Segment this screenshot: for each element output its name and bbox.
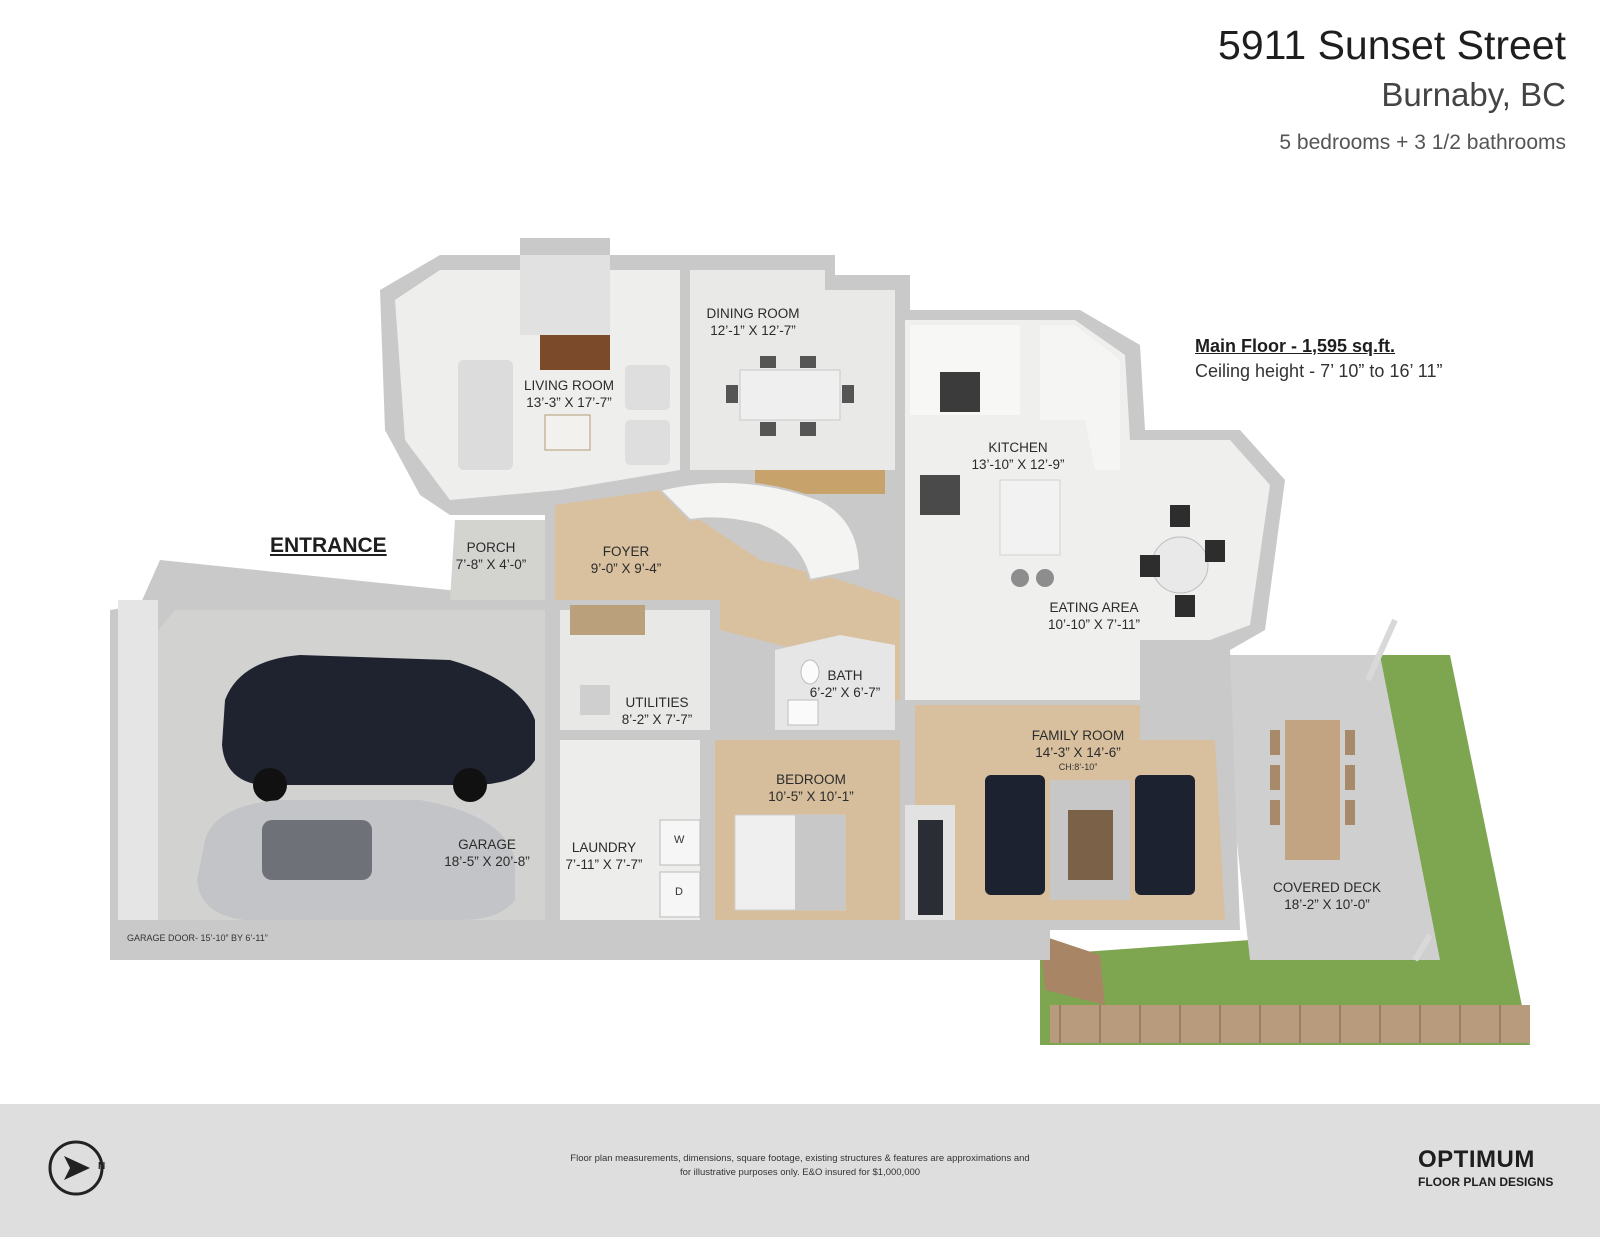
room-dims: 10’-5” X 10’-1” [768, 788, 854, 804]
washer-label: W [674, 834, 685, 846]
room-dims: 8’-2” X 7’-7” [621, 711, 693, 727]
fireplace [540, 335, 610, 370]
disclaimer-line-1: Floor plan measurements, dimensions, squ… [570, 1153, 1030, 1164]
logo-sub-text: FLOOR PLAN DESIGNS [1418, 1175, 1554, 1189]
room-name: KITCHEN [988, 440, 1048, 455]
eating-table [1151, 536, 1209, 594]
armchair-1 [625, 365, 670, 410]
room-dims: 13’-10” X 12’-9” [971, 456, 1065, 472]
room-label-porch: PORCH 7’-8” X 4’-0” [456, 540, 527, 574]
room-dims: 18’-2” X 10’-0” [1284, 896, 1370, 912]
ceiling-height-label: Ceiling height - 7’ 10” to 16’ 11” [1195, 361, 1443, 381]
room-name: BATH [827, 668, 863, 683]
car-dark [222, 655, 535, 785]
yard-gate [1040, 935, 1105, 1005]
room-label-living: LIVING ROOM 13’-3” X 17’-7” [524, 378, 614, 412]
property-address: 5911 Sunset Street [1218, 22, 1566, 68]
room-name: FAMILY ROOM [1031, 728, 1125, 743]
room-ceiling: CH:8’-10” [1058, 761, 1098, 772]
property-summary: 5 bedrooms + 3 1/2 bathrooms [1279, 131, 1566, 154]
disclaimer: Floor plan measurements, dimensions, squ… [540, 1152, 1060, 1180]
utility-shelves [570, 605, 645, 635]
room-label-dining: DINING ROOM 12’-1” X 12’-7” [707, 306, 800, 340]
room-label-family: FAMILY ROOM 14’-3” X 14’-6” CH:8’-10” [1032, 728, 1125, 773]
staircase [658, 481, 862, 582]
family-sofa-right [1135, 775, 1195, 895]
compass-icon: N [46, 1138, 106, 1198]
kitchen-counter-right [1040, 325, 1120, 470]
room-label-garage: GARAGE 18’-5” X 20’-8” [444, 837, 530, 871]
room-label-kitchen: KITCHEN 13’-10” X 12’-9” [971, 440, 1064, 474]
sofa-left [458, 360, 513, 470]
washer [659, 819, 701, 866]
garage-door [118, 600, 158, 920]
footer-bar [0, 1104, 1600, 1237]
compass-north-label: N [98, 1161, 106, 1172]
bath-vanity [787, 699, 819, 726]
water-heater [580, 685, 610, 715]
porch-floor [450, 520, 545, 600]
room-name: FOYER [602, 544, 650, 559]
kitchen-range [940, 372, 980, 412]
garage-door-label: GARAGE DOOR- 15’-10” BY 6’-11” [127, 933, 268, 943]
room-dims: 7’-11” X 7’-7” [565, 856, 643, 872]
family-coffee-table [1068, 810, 1113, 880]
coffee-table [544, 414, 591, 451]
room-name: LAUNDRY [571, 840, 637, 855]
room-name: BEDROOM [776, 772, 846, 787]
room-name: UTILITIES [625, 695, 689, 710]
room-name: LIVING ROOM [523, 378, 615, 393]
room-name: DINING ROOM [706, 306, 800, 321]
room-label-bedroom: BEDROOM 10’-5” X 10’-1” [768, 772, 854, 806]
room-dims: 14’-3” X 14’-6” [1035, 744, 1121, 760]
deck-table [1285, 720, 1340, 860]
toilet [800, 659, 820, 685]
deck-post-2 [1412, 933, 1433, 962]
room-dims: 6’-2” X 6’-7” [809, 684, 881, 700]
dryer [659, 871, 701, 918]
room-name: COVERED DECK [1272, 880, 1382, 895]
room-name: GARAGE [458, 837, 516, 852]
company-logo: OPTIMUM FLOOR PLAN DESIGNS [1418, 1146, 1568, 1189]
room-label-deck: COVERED DECK 18’-2” X 10’-0” [1273, 880, 1381, 914]
room-dims: 9’-0” X 9’-4” [590, 560, 662, 576]
room-dims: 18’-5” X 20’-8” [444, 853, 530, 869]
room-name: PORCH [466, 540, 516, 555]
room-dims: 7’-8” X 4’-0” [455, 556, 527, 572]
room-label-laundry: LAUNDRY 7’-11” X 7’-7” [565, 840, 642, 874]
kitchen-island [999, 479, 1061, 556]
floor-area-label: Main Floor - 1,595 sq.ft. [1195, 336, 1396, 356]
room-dims: 13’-3” X 17’-7” [526, 394, 612, 410]
entrance-label: ENTRANCE [270, 534, 387, 557]
yard-fence [1050, 1005, 1530, 1043]
disclaimer-line-2: for illustrative purposes only. E&O insu… [679, 1166, 921, 1178]
room-label-utilities: UTILITIES 8’-2” X 7’-7” [622, 695, 693, 729]
deck-post-1 [1365, 618, 1398, 682]
room-label-bath: BATH 6’-2” X 6’-7” [810, 668, 881, 702]
chimney [520, 255, 610, 335]
closet-rack [918, 820, 943, 915]
room-label-foyer: FOYER 9’-0” X 9’-4” [591, 544, 662, 578]
property-city: Burnaby, BC [1381, 76, 1566, 113]
room-label-eating: EATING AREA 10’-10” X 7’-11” [1048, 600, 1140, 634]
room-dims: 10’-10” X 7’-11” [1047, 616, 1141, 632]
dining-table [739, 369, 841, 421]
room-dims: 12’-1” X 12’-7” [710, 322, 796, 338]
room-name: EATING AREA [1049, 600, 1139, 615]
fridge [920, 475, 960, 515]
dryer-label: D [675, 886, 683, 898]
family-sofa-left [985, 775, 1045, 895]
armchair-2 [625, 420, 670, 465]
logo-main-text: OPTIMUM [1418, 1146, 1535, 1173]
